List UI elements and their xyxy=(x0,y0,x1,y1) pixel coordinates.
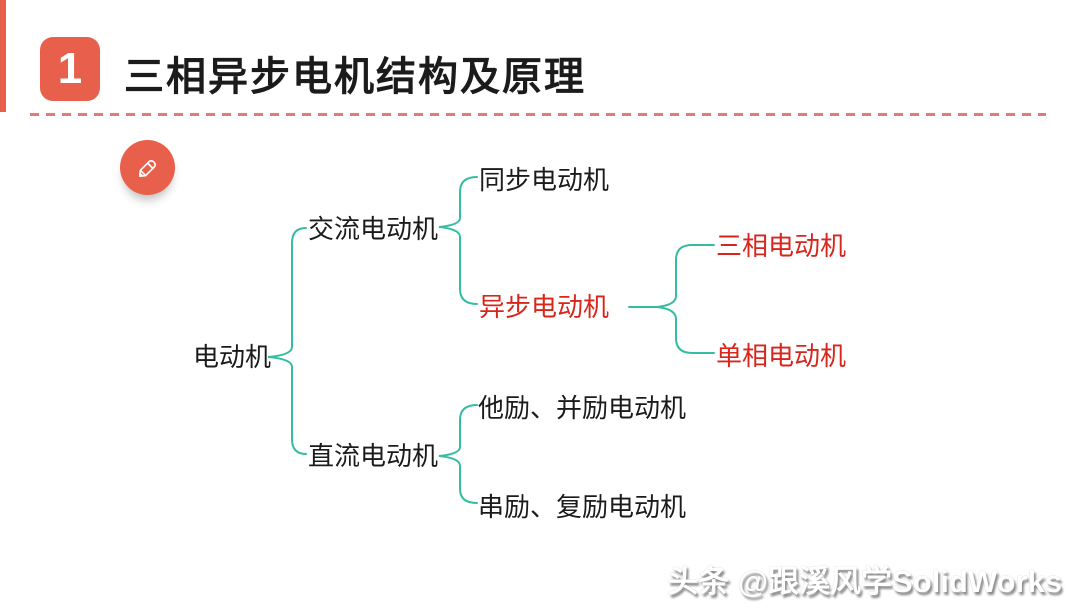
connector-root xyxy=(267,227,307,455)
node-series-motor: 串励、复励电动机 xyxy=(478,492,687,522)
node-sync-motor: 同步电动机 xyxy=(479,165,610,195)
connector-async xyxy=(656,244,715,354)
node-async-motor: 异步电动机 xyxy=(479,292,610,322)
node-shunt-motor: 他励、并励电动机 xyxy=(478,393,687,423)
left-accent-bar xyxy=(0,0,6,112)
node-dc-motor: 直流电动机 xyxy=(308,441,439,471)
dashed-divider xyxy=(30,113,1046,116)
pencil-icon xyxy=(120,140,175,195)
watermark: 头条 @跟溪风学SolidWorks xyxy=(667,564,1062,599)
pencil-glyph xyxy=(138,159,156,177)
section-number: 1 xyxy=(57,44,83,93)
section-number-badge: 1 xyxy=(40,37,100,101)
node-three-phase-motor: 三相电动机 xyxy=(716,231,847,261)
page-title: 三相异步电机结构及原理 xyxy=(124,55,586,99)
connector-ac xyxy=(438,176,478,305)
node-motor: 电动机 xyxy=(193,342,272,372)
node-ac-motor: 交流电动机 xyxy=(308,214,439,244)
node-single-phase-motor: 单相电动机 xyxy=(716,341,847,371)
connector-dc xyxy=(438,404,478,504)
